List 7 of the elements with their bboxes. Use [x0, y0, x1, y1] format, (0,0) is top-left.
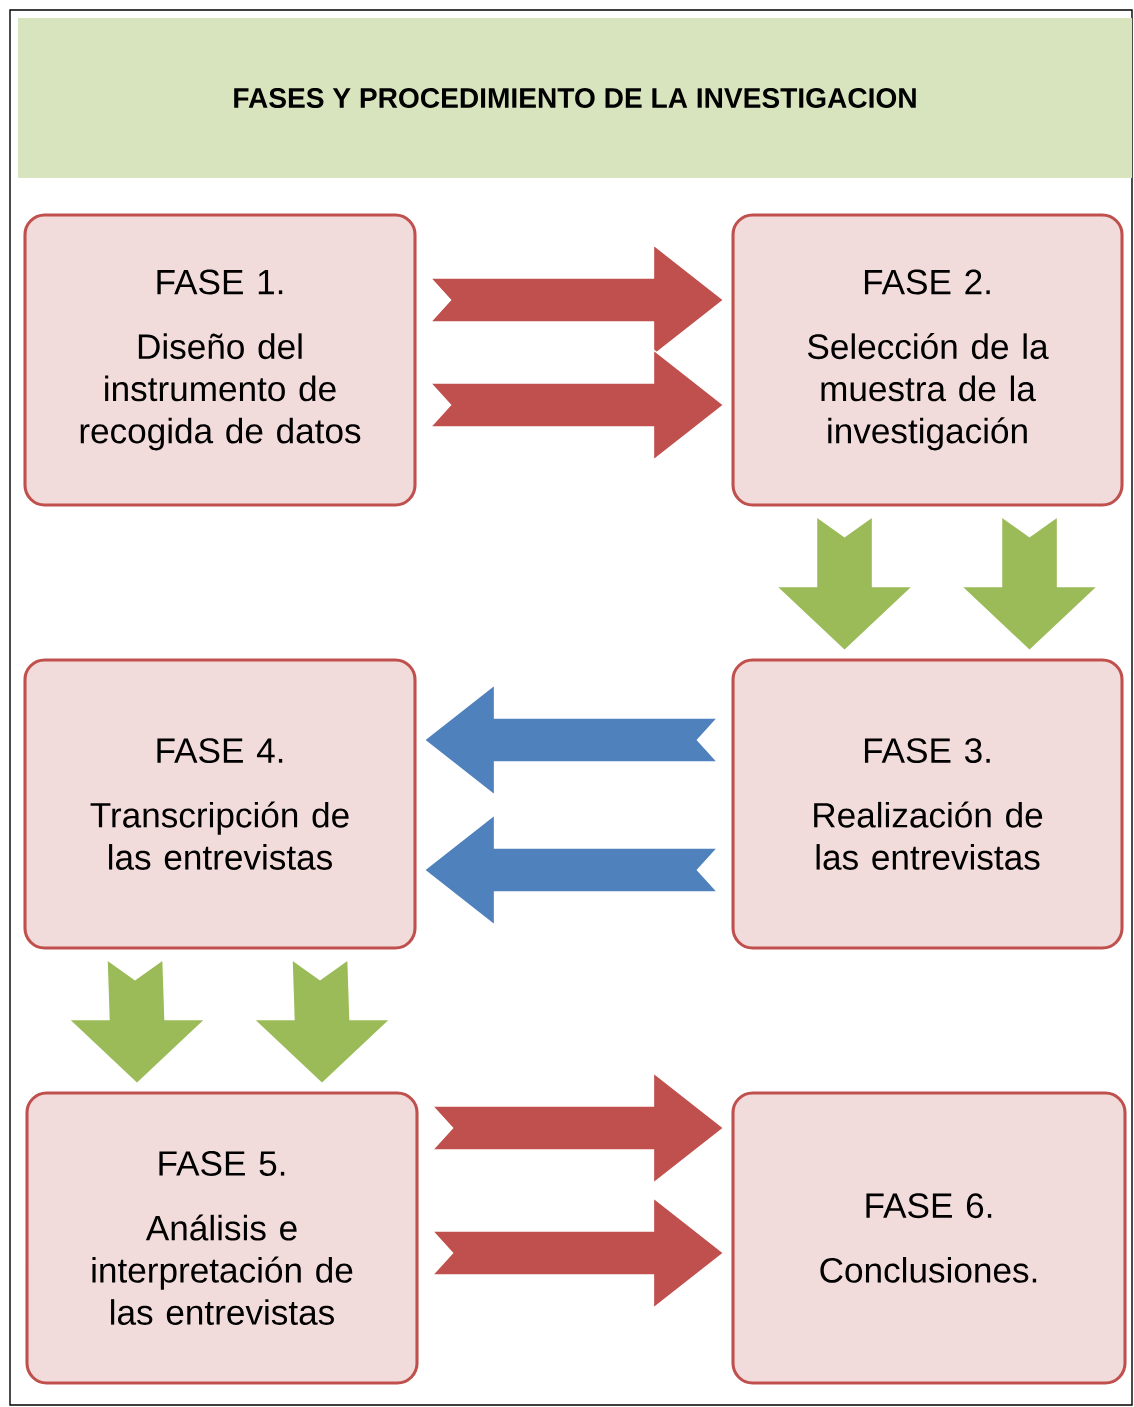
phase-box: FASE 5. Análisis e interpretación de las entrevistas	[25, 1091, 419, 1385]
phase-box: FASE 3. Realización de las entrevistas	[731, 658, 1124, 950]
phase-box: FASE 6. Conclusiones.	[731, 1091, 1127, 1385]
phase-box: FASE 1. Diseño del instrumento de recogida de datos	[23, 213, 417, 507]
phase-box: FASE 4. Transcripción de las entrevistas	[23, 658, 417, 950]
phase-box: FASE 2. Selección de la muestra de la investigación	[731, 213, 1124, 507]
title-banner: FASES Y PROCEDIMIENTO DE LA INVESTIGACION	[18, 18, 1132, 178]
